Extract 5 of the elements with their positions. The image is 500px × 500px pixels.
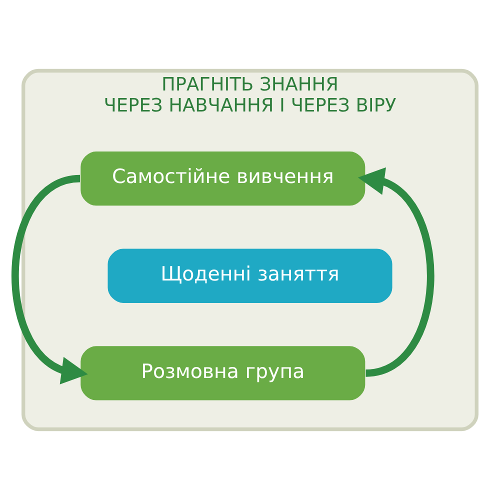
- node-box: Розмовна група: [80, 346, 366, 400]
- arrow: [358, 167, 434, 377]
- node-box: Самостійне вивчення: [80, 151, 366, 206]
- node-box: Щоденні заняття: [108, 248, 392, 303]
- arrow: [12, 174, 88, 384]
